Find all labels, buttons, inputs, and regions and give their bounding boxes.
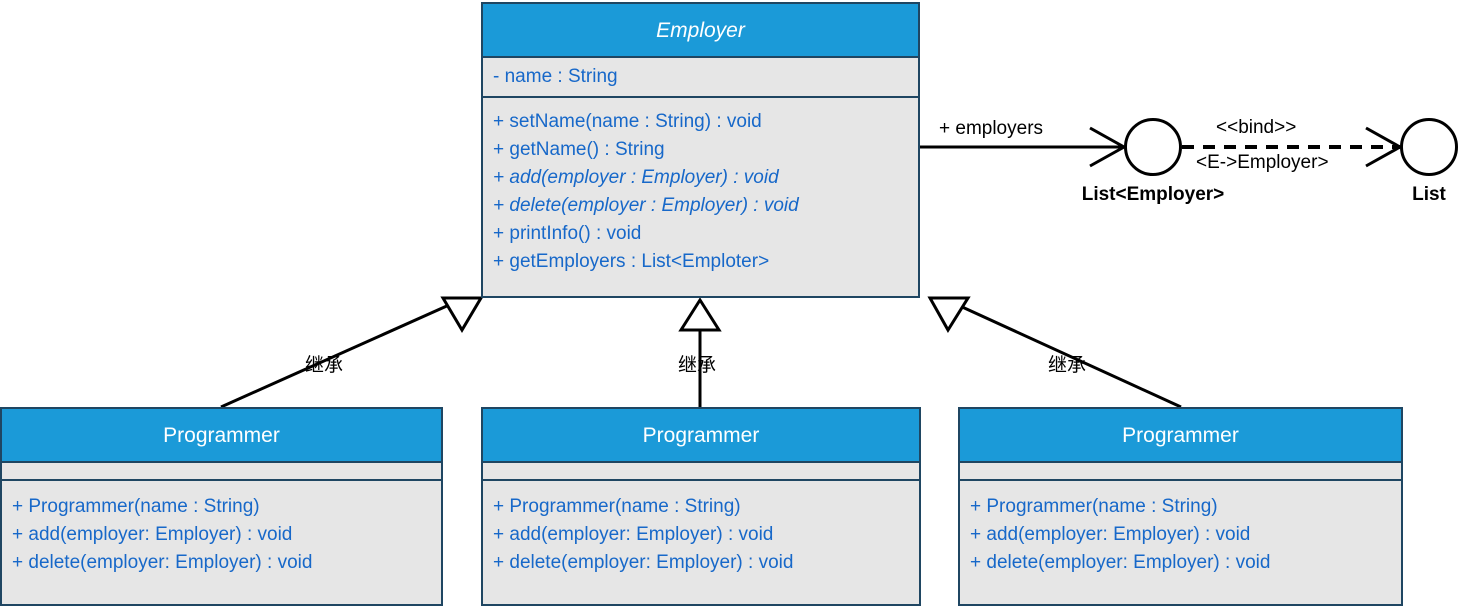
generalization-edge-1: [220, 296, 484, 409]
operation-row: + Programmer(name : String): [493, 496, 741, 517]
class-box-programmer-1[interactable]: Programmer + Programmer(name : String) +…: [0, 407, 443, 606]
class-name-employer: Employer: [483, 4, 918, 58]
generalization-label-1: 继承: [305, 355, 344, 376]
operation-row: + delete(employer: Employer) : void: [493, 552, 794, 573]
bind-substitution-label: <E->Employer>: [1196, 152, 1329, 173]
operation-row: + Programmer(name : String): [970, 496, 1218, 517]
operation-row: + delete(employer: Employer) : void: [970, 552, 1271, 573]
class-box-programmer-2[interactable]: Programmer + Programmer(name : String) +…: [481, 407, 921, 606]
class-name-programmer-3: Programmer: [960, 409, 1401, 463]
association-label-employers: + employers: [939, 118, 1044, 139]
template-parameter-label-list: List: [1412, 184, 1446, 205]
operation-row: + add(employer: Employer) : void: [12, 524, 293, 545]
attribute-row: - name : String: [493, 66, 618, 87]
class-attributes-employer: - name : String: [483, 58, 918, 98]
template-parameter-label-list-employer: List<Employer>: [1081, 184, 1225, 205]
template-parameter-circle-list[interactable]: [1400, 118, 1458, 176]
operation-row: + delete(employer: Employer) : void: [12, 552, 313, 573]
class-box-programmer-3[interactable]: Programmer + Programmer(name : String) +…: [958, 407, 1403, 606]
operation-row: + add(employer: Employer) : void: [493, 524, 774, 545]
operation-row-abstract: + add(employer : Employer) : void: [493, 167, 779, 188]
class-operations-programmer-2: + Programmer(name : String) + add(employ…: [483, 481, 919, 585]
operation-row: + setName(name : String) : void: [493, 111, 762, 132]
class-attributes-programmer-3: [960, 463, 1401, 481]
class-attributes-programmer-1: [2, 463, 441, 481]
generalization-label-2: 继承: [678, 355, 717, 376]
operation-row: + getName() : String: [493, 139, 665, 160]
operation-row: + add(employer: Employer) : void: [970, 524, 1251, 545]
class-operations-employer: + setName(name : String) : void + getNam…: [483, 98, 918, 284]
class-name-programmer-1: Programmer: [2, 409, 441, 463]
class-operations-programmer-1: + Programmer(name : String) + add(employ…: [2, 481, 441, 585]
generalization-label-3: 继承: [1048, 355, 1087, 376]
class-operations-programmer-3: + Programmer(name : String) + add(employ…: [960, 481, 1401, 585]
class-name-programmer-2: Programmer: [483, 409, 919, 463]
template-parameter-circle-list-employer[interactable]: [1124, 118, 1182, 176]
class-attributes-programmer-2: [483, 463, 919, 481]
operation-row: + getEmployers : List<Emploter>: [493, 251, 770, 272]
class-box-employer[interactable]: Employer - name : String + setName(name …: [481, 2, 920, 298]
operation-row: + Programmer(name : String): [12, 496, 260, 517]
operation-row: + printInfo() : void: [493, 223, 642, 244]
bind-stereotype-label: <<bind>>: [1216, 117, 1297, 138]
operation-row-abstract: + delete(employer : Employer) : void: [493, 195, 799, 216]
